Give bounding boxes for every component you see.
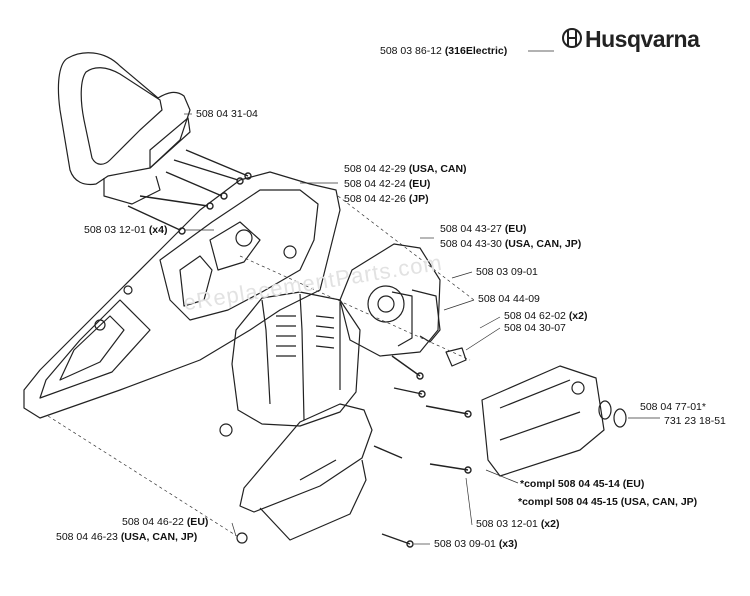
callout-label: 508 04 42-24 (EU) [344, 178, 431, 190]
callout-label: 508 04 31-04 [196, 108, 258, 120]
handle-screws [127, 149, 252, 235]
callout-label: 508 03 86-12 (316Electric) [380, 45, 508, 57]
motor-housing [23, 171, 341, 419]
cover-screws [373, 355, 472, 548]
callout-label: *compl 508 04 45-14 (EU) [520, 478, 645, 490]
callout-label: 508 04 42-29 (USA, CAN) [344, 163, 467, 175]
callout-label: 508 04 43-30 (USA, CAN, JP) [440, 238, 582, 250]
side-plate [339, 243, 441, 357]
front-handle [57, 52, 191, 205]
tensioner-parts [411, 289, 467, 367]
callout-label: 508 03 09-01 (x3) [434, 538, 518, 550]
callout-label: *compl 508 04 45-15 (USA, CAN, JP) [518, 496, 698, 508]
callout-label: 508 04 44-09 [478, 293, 540, 305]
callout-label: 508 03 12-01 (x2) [476, 518, 560, 530]
brand-logo: Husqvarna [585, 26, 700, 52]
callout-label: 508 03 12-01 (x4) [84, 224, 168, 236]
callout-label: 508 04 46-22 (EU) [122, 516, 209, 528]
rear-handle [236, 403, 373, 544]
callout-label: 508 03 09-01 [476, 266, 538, 278]
electric-motor [219, 291, 361, 437]
callout-label: 508 04 77-01* [640, 401, 706, 413]
callout-label: 508 04 46-23 (USA, CAN, JP) [56, 531, 198, 543]
callout-label: 508 04 30-07 [504, 322, 566, 334]
callout-label: 508 04 62-02 (x2) [504, 310, 588, 322]
cover-nut [598, 400, 627, 428]
callout-label: 508 04 43-27 (EU) [440, 223, 527, 235]
chain-cover [481, 365, 605, 477]
leader-lines [47, 50, 660, 545]
husqvarna-logo-mark [562, 28, 582, 48]
callout-label: 731 23 18-51 [664, 415, 726, 427]
callout-label: 508 04 42-26 (JP) [344, 193, 429, 205]
